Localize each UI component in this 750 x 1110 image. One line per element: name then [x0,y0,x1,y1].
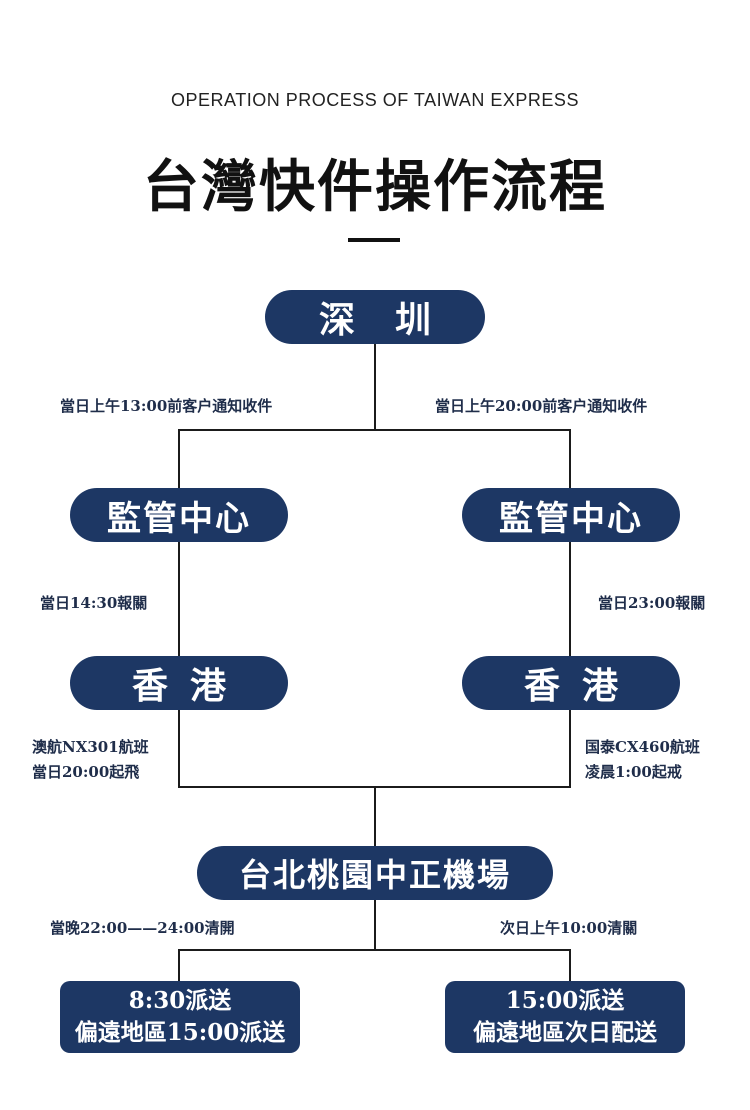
label-left-flight-line2: 當日20:00起飛 [32,763,140,781]
connector-right-vertical [569,429,571,787]
label-right-flight-line1: 国泰CX460航班 [585,738,700,756]
label-right-clearance: 次日上午10:00清關 [500,919,638,937]
label-right-pickup: 當日上午20:00前客户通知收件 [435,397,648,415]
label-left-flight-line1: 澳航NX301航班 [32,738,149,756]
delivery-right-line1: 15:00派送 [505,987,625,1014]
node-hongkong-left: 香港 [70,656,288,710]
node-hongkong-right: 香港 [462,656,680,710]
label-right-customs: 當日23:00報關 [598,594,706,612]
label-left-flight: 澳航NX301航班 當日20:00起飛 [32,735,149,785]
node-shenzhen: 深圳 [265,290,485,344]
delivery-right-line2: 偏遠地區次日配送 [473,1019,657,1046]
node-airport: 台北桃園中正機場 [197,846,553,900]
connector-left-vertical [178,429,180,787]
label-left-customs: 當日14:30報關 [40,594,148,612]
page-title: 台灣快件操作流程 [143,154,607,220]
label-left-clearance: 當晚22:00——24:00清開 [50,919,235,937]
connector-shenzhen-down [374,343,376,430]
node-delivery-right: 15:00派送 偏遠地區次日配送 [445,981,685,1053]
label-right-flight-line2: 凌晨1:00起戒 [585,763,682,781]
connector-top-horizontal [178,429,571,431]
connector-bottom-right [569,949,571,984]
node-delivery-left: 8:30派送 偏遠地區15:00派送 [60,981,300,1053]
label-left-pickup: 當日上午13:00前客户通知收件 [60,397,273,415]
delivery-left-line1: 8:30派送 [128,987,232,1014]
node-supervision-left: 監管中心 [70,488,288,542]
delivery-left-line2: 偏遠地區15:00派送 [74,1019,286,1046]
title-divider [348,238,400,242]
subtitle: OPERATION PROCESS OF TAIWAN EXPRESS [171,90,579,110]
connector-bottom-left [178,949,180,984]
connector-bottom-horizontal [178,949,571,951]
connector-airport-up [374,786,376,848]
node-supervision-right: 監管中心 [462,488,680,542]
connector-airport-down [374,898,376,950]
label-right-flight: 国泰CX460航班 凌晨1:00起戒 [585,735,700,785]
